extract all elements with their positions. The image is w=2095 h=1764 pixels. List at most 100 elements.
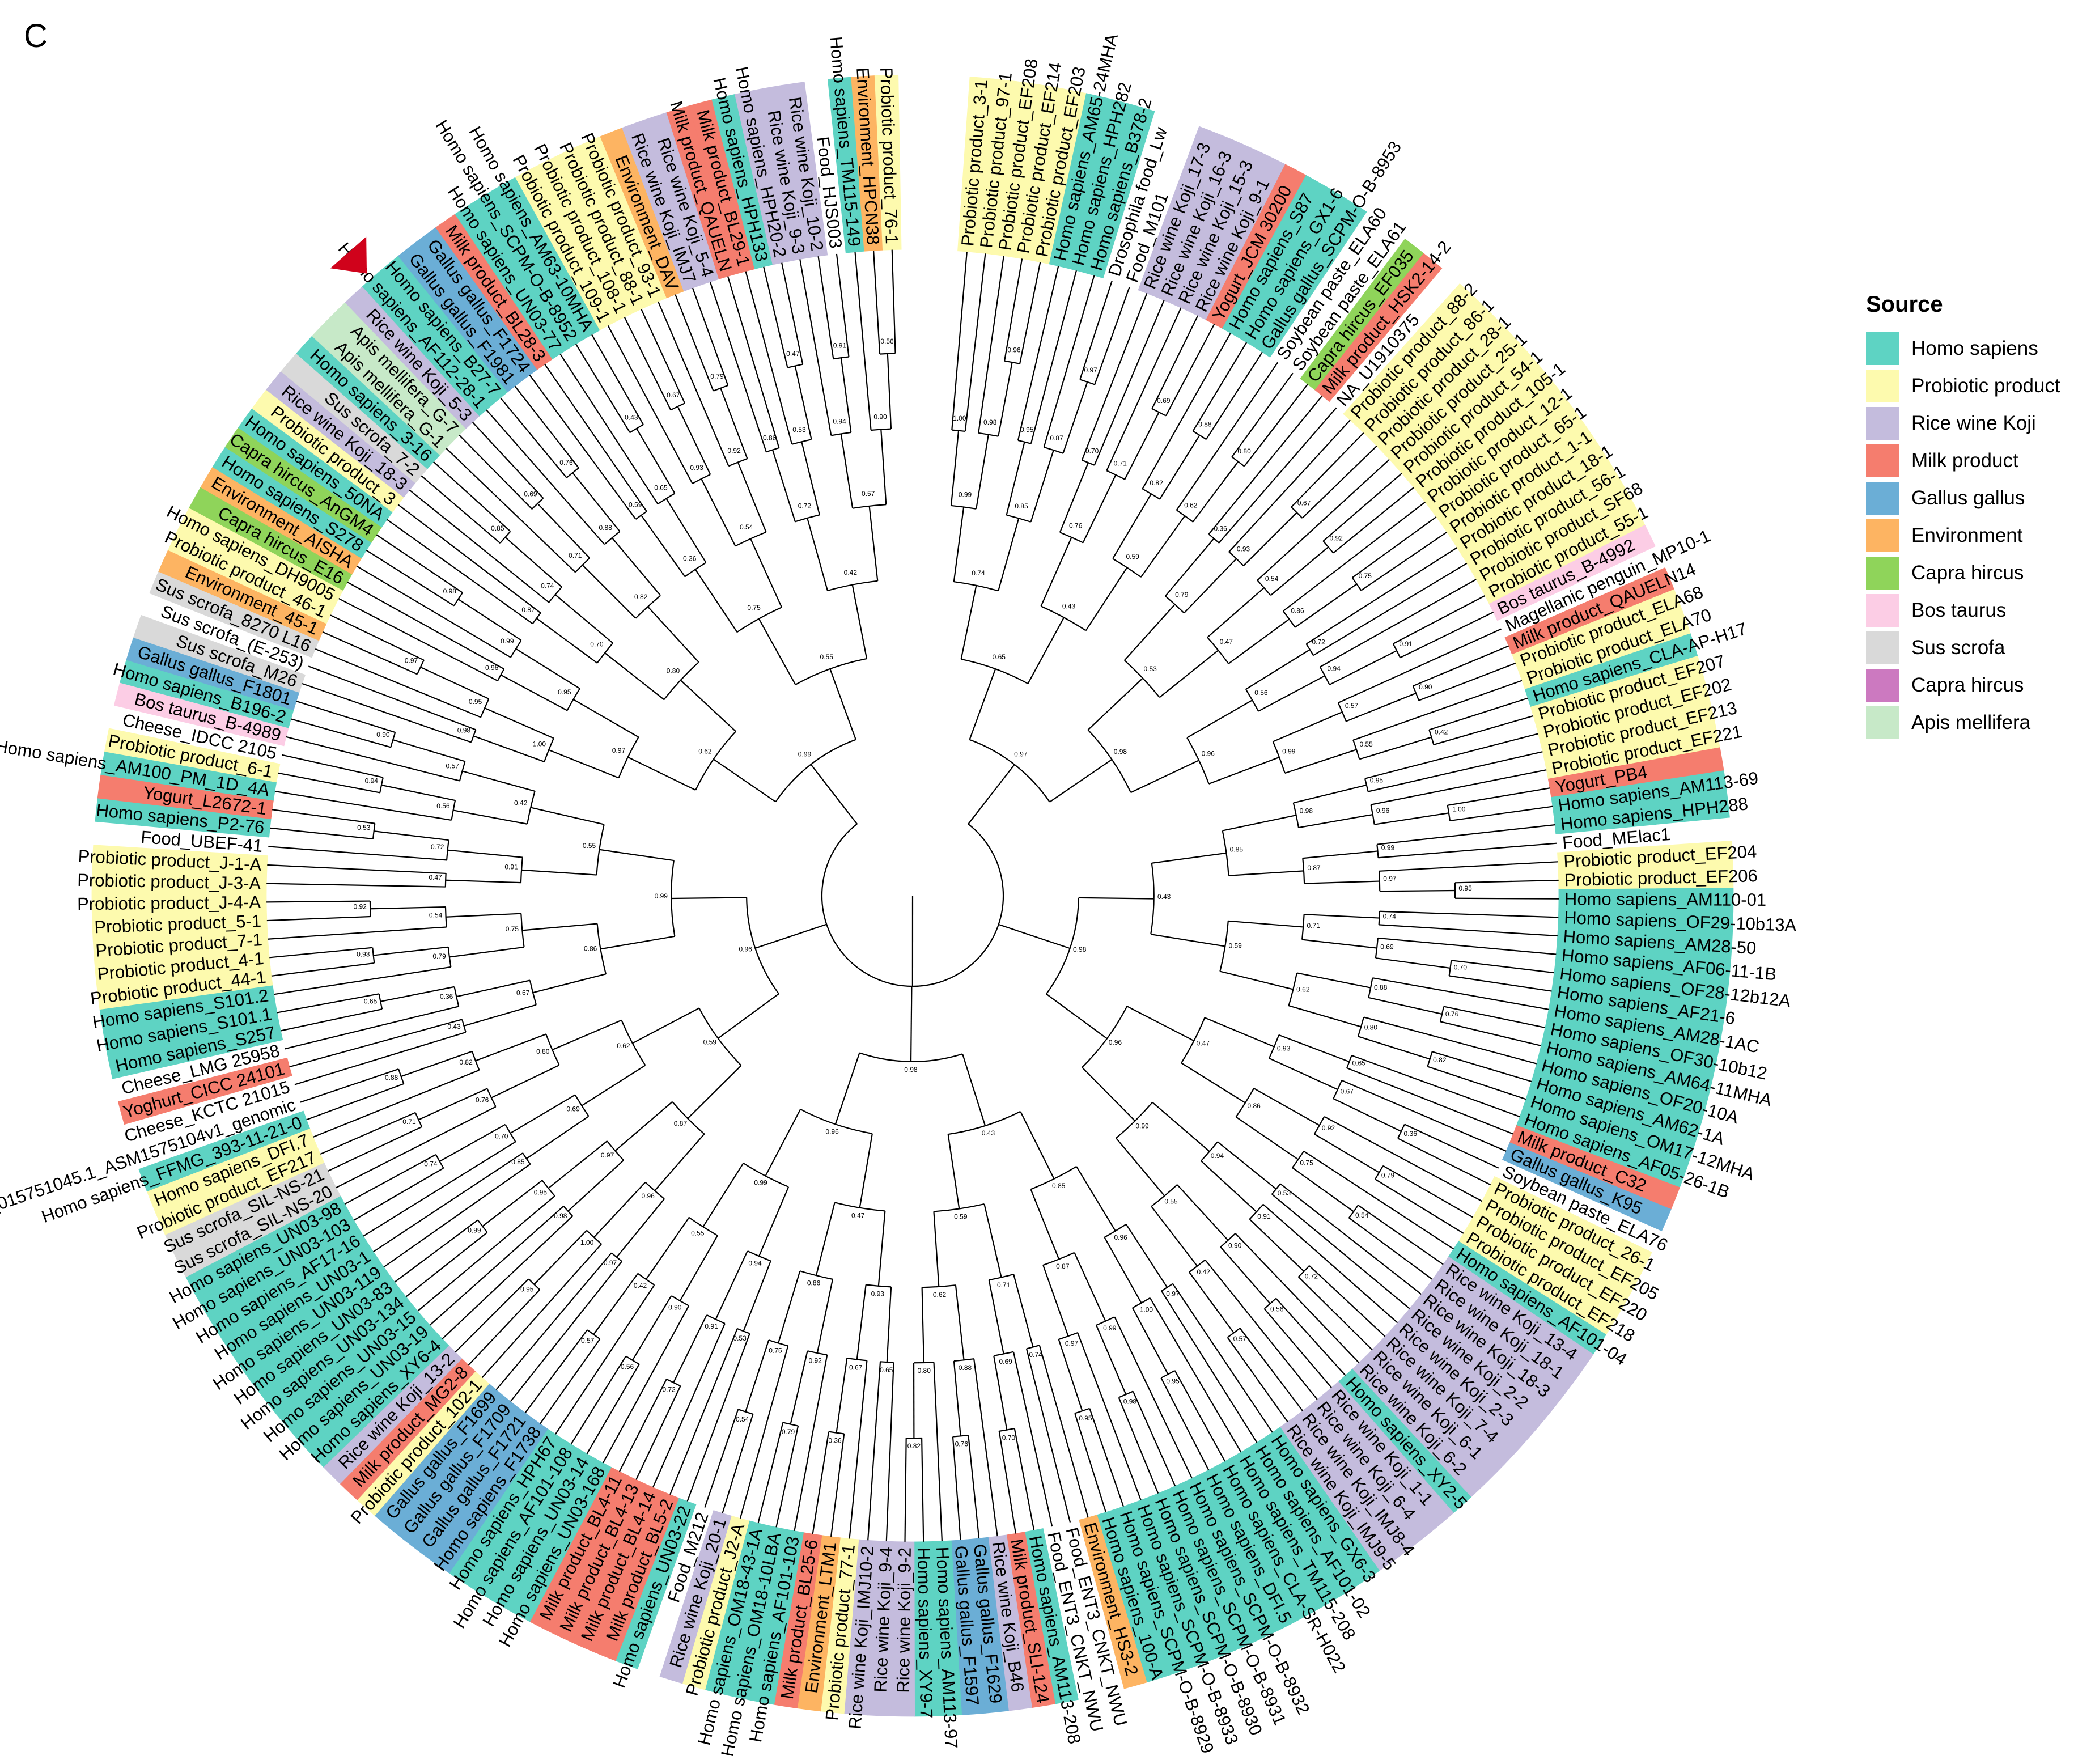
legend-swatch bbox=[1866, 332, 1899, 365]
branch-line bbox=[775, 1426, 799, 1528]
legend-label: Bos taurus bbox=[1911, 599, 2007, 621]
branch-line bbox=[409, 489, 549, 603]
support-value: 0.53 bbox=[1143, 665, 1157, 673]
support-value: 0.69 bbox=[524, 490, 537, 498]
support-value: 0.43 bbox=[1062, 603, 1076, 610]
branch-line bbox=[973, 1359, 998, 1537]
branch-line bbox=[1025, 1349, 1071, 1523]
branch-line bbox=[1043, 275, 1095, 448]
branch-line bbox=[815, 1202, 836, 1276]
support-value: 0.42 bbox=[514, 799, 528, 807]
branch-line bbox=[373, 946, 448, 956]
branch-line bbox=[482, 1180, 543, 1227]
branch-line bbox=[1079, 281, 1113, 380]
support-value: 0.76 bbox=[476, 1096, 489, 1104]
support-value: 0.71 bbox=[1114, 460, 1127, 468]
branch-line bbox=[757, 1422, 784, 1524]
support-value: 0.82 bbox=[907, 1442, 921, 1450]
branch-line bbox=[532, 973, 607, 994]
branch-line bbox=[1152, 1101, 1210, 1152]
branch-line bbox=[555, 1284, 655, 1435]
support-value: 0.98 bbox=[1300, 807, 1313, 815]
support-value: 0.70 bbox=[1454, 963, 1468, 971]
panel-letter: C bbox=[24, 18, 48, 54]
branch-line bbox=[1189, 1271, 1235, 1334]
branch-line bbox=[1309, 1265, 1386, 1337]
branch-line bbox=[449, 946, 524, 958]
support-value: 0.57 bbox=[862, 490, 875, 498]
branch-line bbox=[636, 428, 676, 494]
source-strip bbox=[92, 845, 268, 875]
branch-line bbox=[1118, 1397, 1159, 1494]
support-value: 0.86 bbox=[763, 434, 777, 442]
branch-line bbox=[1082, 474, 1117, 543]
support-value: 0.85 bbox=[491, 524, 504, 532]
branch-line bbox=[268, 846, 447, 861]
support-value: 0.74 bbox=[541, 582, 554, 590]
branch-line bbox=[921, 1438, 924, 1542]
branch-line bbox=[680, 680, 736, 732]
support-value: 0.69 bbox=[1380, 943, 1394, 951]
support-value: 0.54 bbox=[1265, 575, 1279, 583]
branch-line bbox=[270, 827, 374, 840]
branch-line bbox=[880, 429, 887, 505]
support-value: 0.99 bbox=[1381, 844, 1395, 852]
branch-line bbox=[669, 1328, 738, 1495]
support-value: 0.62 bbox=[1184, 501, 1198, 509]
branch-line bbox=[1378, 842, 1557, 859]
branch-line bbox=[765, 1109, 801, 1177]
branch-line bbox=[1192, 342, 1248, 432]
support-value: 0.93 bbox=[690, 464, 703, 472]
branch-line bbox=[816, 1279, 834, 1354]
branch-line bbox=[302, 682, 472, 743]
branch-line bbox=[1364, 733, 1538, 779]
support-value: 0.92 bbox=[808, 1357, 822, 1365]
branch-line bbox=[743, 1261, 771, 1332]
branch-line bbox=[1030, 1189, 1060, 1260]
support-value: 0.95 bbox=[1370, 777, 1384, 785]
support-value: 0.96 bbox=[1007, 346, 1021, 354]
legend-label: Apis mellifera bbox=[1911, 711, 2031, 733]
support-value: 0.86 bbox=[807, 1279, 821, 1287]
legend-item: Capra hircus bbox=[1866, 554, 2093, 592]
branch-line bbox=[1372, 977, 1549, 1010]
legend-item: Environment bbox=[1866, 517, 2093, 554]
branch-line bbox=[522, 923, 597, 931]
source-strip bbox=[1488, 524, 1656, 621]
support-value: 0.96 bbox=[1202, 750, 1215, 758]
support-value: 0.90 bbox=[873, 413, 887, 421]
support-value: 0.99 bbox=[1282, 748, 1296, 756]
source-strip bbox=[138, 1110, 311, 1192]
tip-label: Probiotic product_J-3-A bbox=[77, 870, 261, 893]
branch-line bbox=[709, 282, 767, 452]
support-value: 0.59 bbox=[629, 501, 642, 508]
support-value: 0.87 bbox=[1056, 1262, 1070, 1270]
legend-swatch bbox=[1866, 370, 1899, 402]
support-value: 0.88 bbox=[959, 1364, 972, 1372]
branch-arc bbox=[671, 860, 676, 937]
support-value: 0.42 bbox=[1435, 728, 1448, 736]
branch-line bbox=[1104, 1237, 1142, 1304]
branch-line bbox=[548, 749, 619, 779]
branch-line bbox=[1040, 537, 1072, 607]
branch-line bbox=[1455, 897, 1559, 900]
branch-line bbox=[1292, 1167, 1354, 1212]
support-value: 0.57 bbox=[1345, 702, 1359, 710]
branch-line bbox=[1151, 852, 1227, 864]
branch-line bbox=[1320, 579, 1477, 668]
branch-line bbox=[1363, 1016, 1537, 1065]
support-value: 0.79 bbox=[1381, 1172, 1395, 1180]
branch-line bbox=[1114, 1316, 1193, 1479]
branch-line bbox=[1181, 1062, 1246, 1104]
support-value: 0.36 bbox=[683, 555, 697, 563]
support-value: 0.95 bbox=[520, 1286, 534, 1294]
support-value: 0.70 bbox=[495, 1132, 508, 1140]
support-value: 0.75 bbox=[506, 925, 519, 933]
branch-line bbox=[274, 790, 452, 821]
branch-arc bbox=[821, 823, 1004, 987]
branch-line bbox=[1242, 512, 1297, 566]
branch-line bbox=[603, 1305, 690, 1464]
support-value: 0.67 bbox=[1341, 1088, 1354, 1096]
support-value: 0.53 bbox=[357, 824, 371, 832]
